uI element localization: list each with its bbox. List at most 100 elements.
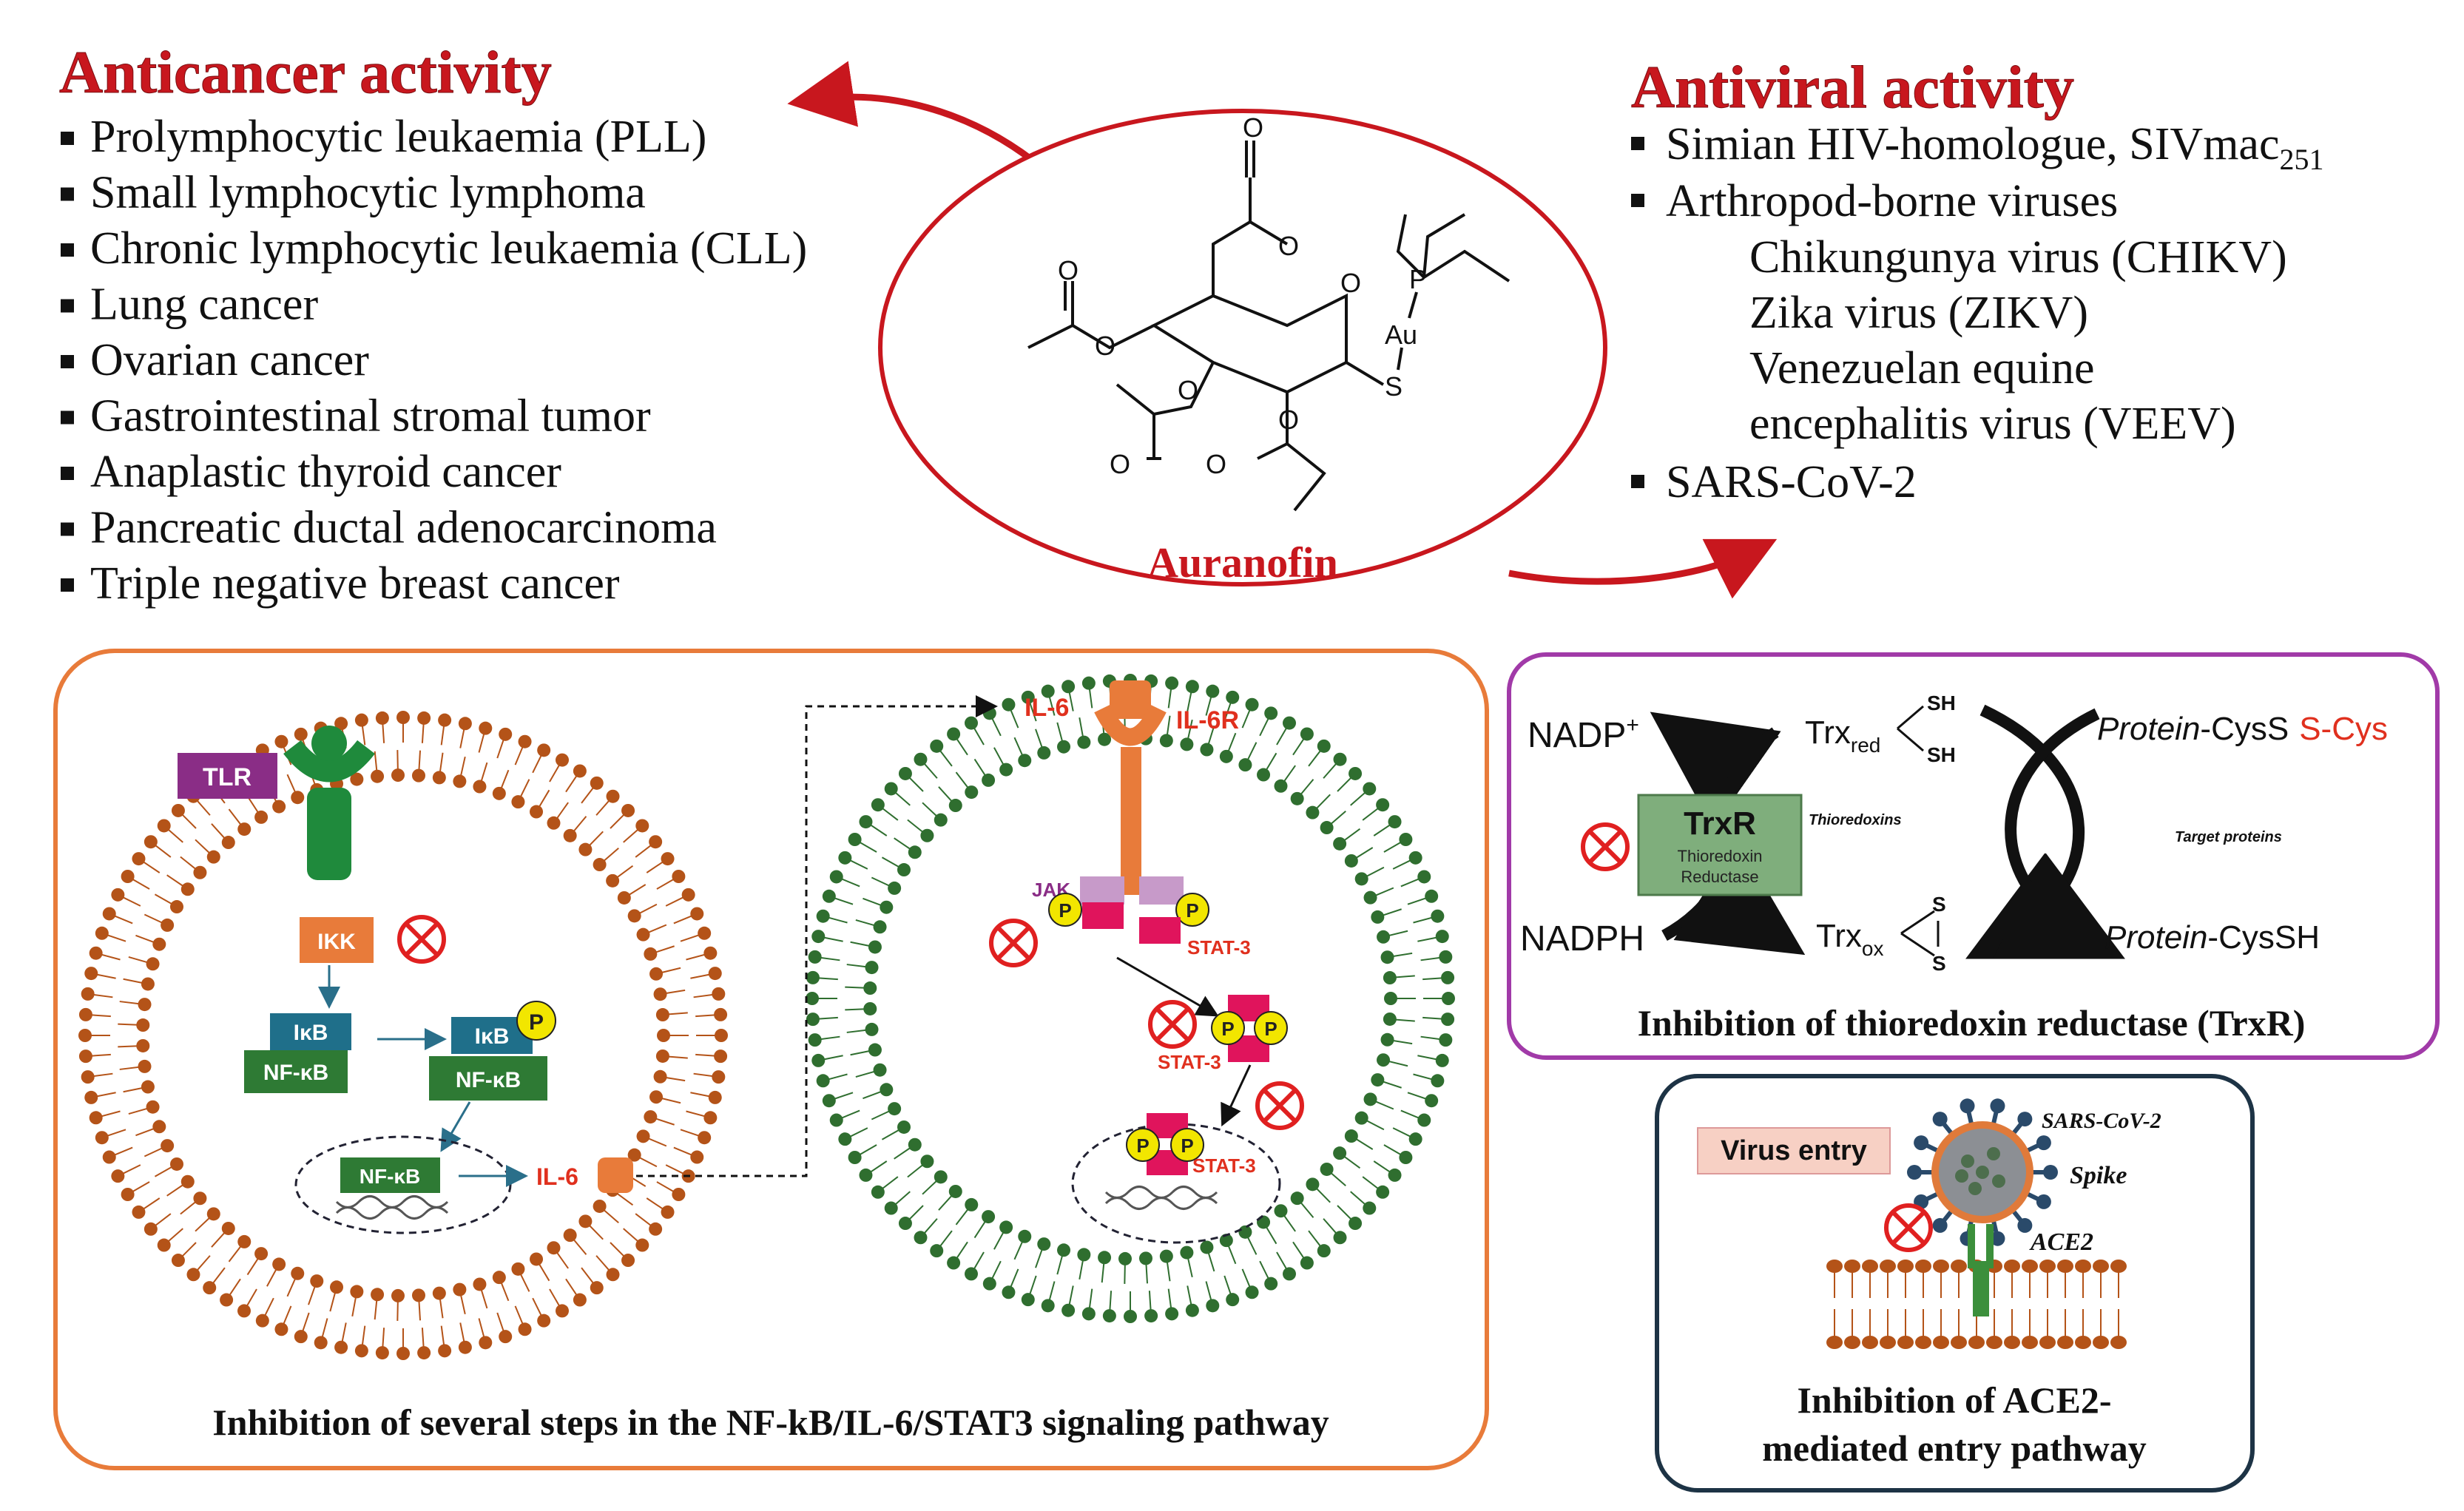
lipid-head xyxy=(1333,1146,1347,1160)
lipid-head xyxy=(708,967,722,981)
lipid-head xyxy=(590,1281,604,1295)
lipid-head xyxy=(888,1102,902,1116)
phospho-label-ikb: P xyxy=(529,1010,544,1035)
lipid-head xyxy=(2039,1336,2056,1349)
spike-head xyxy=(1960,1098,1975,1114)
lipid-head xyxy=(81,987,95,1001)
anticancer-item: Prolymphocytic leukaemia (PLL) xyxy=(90,112,706,162)
stat3-label-1: STAT-3 xyxy=(1187,936,1251,959)
trxr-enzyme-sub1: Thioredoxin xyxy=(1678,847,1763,865)
lipid-head xyxy=(644,1110,658,1124)
lipid-head xyxy=(1408,851,1422,865)
lipid-head xyxy=(518,734,532,748)
lipid-head xyxy=(698,1131,712,1145)
lipid-head xyxy=(1290,1191,1304,1206)
lipid-head xyxy=(146,1100,160,1114)
lipid-head xyxy=(1442,992,1455,1005)
virion-rna xyxy=(1961,1155,1974,1168)
trx-red-label: Trxred xyxy=(1805,714,1880,757)
jak-box-left xyxy=(1080,876,1124,905)
antiviral-subitem: Venezuelan equine xyxy=(1749,343,2094,393)
lipid-head xyxy=(690,907,704,921)
phospho-label-nuc-left: P xyxy=(1136,1135,1149,1157)
lipid-head xyxy=(1377,1053,1391,1067)
lipid-head xyxy=(1077,1248,1091,1262)
lipid-head xyxy=(563,1228,577,1243)
trxr-panel: NADP+ NADPH TrxR Thioredoxin Reductase T… xyxy=(1507,652,2440,1060)
lipid-head xyxy=(617,890,631,905)
anticancer-item: Anaplastic thyroid cancer xyxy=(90,447,561,497)
lipid-head xyxy=(1439,1033,1453,1047)
atom-s: S xyxy=(1385,371,1403,402)
sars-cov-2-virion xyxy=(1907,1098,2058,1246)
lipid-head xyxy=(593,1199,607,1213)
lipid-head xyxy=(1206,684,1220,698)
lipid-head xyxy=(1439,950,1453,964)
il6-label-left: IL-6 xyxy=(536,1163,578,1190)
lipid-head xyxy=(948,799,962,813)
lipid-head xyxy=(1257,1215,1271,1229)
lipid-head xyxy=(1124,1310,1137,1323)
lipid-head xyxy=(1200,743,1214,757)
lipid-head xyxy=(888,881,902,895)
lipid-head xyxy=(1951,1260,1967,1273)
antiviral-section: Antiviral activity Simian HIV-homologue,… xyxy=(1631,53,2324,508)
il6r-stem xyxy=(1121,747,1141,895)
lipid-head xyxy=(1238,1225,1252,1239)
spike-head xyxy=(2036,1135,2051,1151)
stat3-label-2: STAT-3 xyxy=(1158,1051,1221,1073)
lipid-head xyxy=(672,1188,686,1201)
lipid-head xyxy=(1245,697,1259,711)
lipid-head xyxy=(396,711,410,724)
lipid-head xyxy=(649,1090,664,1104)
lipid-head xyxy=(1862,1336,1878,1349)
lipid-head xyxy=(193,1191,207,1206)
bullet xyxy=(61,355,74,368)
lipid-head xyxy=(111,1169,125,1183)
lipid-head xyxy=(473,780,487,794)
lipid-head xyxy=(1388,1168,1402,1182)
lipid-head xyxy=(982,706,996,720)
lipid-head xyxy=(350,1285,364,1299)
lipid-head xyxy=(920,828,934,842)
anticancer-item: Chronic lymphocytic leukaemia (CLL) xyxy=(90,223,807,274)
lipid-head xyxy=(1219,749,1233,763)
lipid-head xyxy=(880,1083,894,1097)
lipid-head xyxy=(274,1322,288,1336)
lipid-head xyxy=(1441,970,1455,984)
atom-o-8: O xyxy=(1278,405,1299,435)
lipid-head xyxy=(1363,1092,1377,1106)
lipid-head xyxy=(1098,1251,1112,1265)
lipid-head xyxy=(310,1274,324,1288)
nfkb-box-3 xyxy=(340,1157,440,1193)
lipid-head xyxy=(1333,1231,1347,1245)
lipid-head xyxy=(438,1344,452,1358)
lipid-head xyxy=(593,858,607,872)
phospho-jak-left xyxy=(1048,893,1082,927)
lipid-head xyxy=(848,833,862,846)
atom-o-7: O xyxy=(1110,449,1130,479)
lipid-head xyxy=(254,810,269,824)
antiviral-item-1: Simian HIV-homologue, SIVmac251 xyxy=(1666,119,2323,176)
lipid-head xyxy=(1165,1307,1179,1321)
lipid-head xyxy=(1417,1113,1431,1127)
lipid-head xyxy=(417,711,431,725)
lipid-head xyxy=(237,822,252,836)
lipid-head xyxy=(1399,1151,1413,1164)
lipid-head xyxy=(644,947,658,961)
dna-right xyxy=(1104,1186,1218,1210)
lipid-head xyxy=(838,1132,852,1146)
membrane-left xyxy=(78,711,728,1360)
lipid-head xyxy=(1274,779,1288,793)
trxr-enzyme-sub2: Reductase xyxy=(1681,868,1758,886)
lipid-head xyxy=(1388,815,1402,829)
lipid-head xyxy=(999,1220,1013,1234)
il6r-label: IL-6R xyxy=(1176,706,1239,734)
trx-ox-bonds xyxy=(1900,910,1940,957)
lipid-head xyxy=(808,950,822,964)
atom-o-6: O xyxy=(1178,375,1198,405)
virion-rna xyxy=(1968,1182,1982,1195)
lipid-head xyxy=(84,1090,98,1104)
lipid-head xyxy=(2057,1260,2073,1273)
lipid-head xyxy=(1257,768,1271,782)
